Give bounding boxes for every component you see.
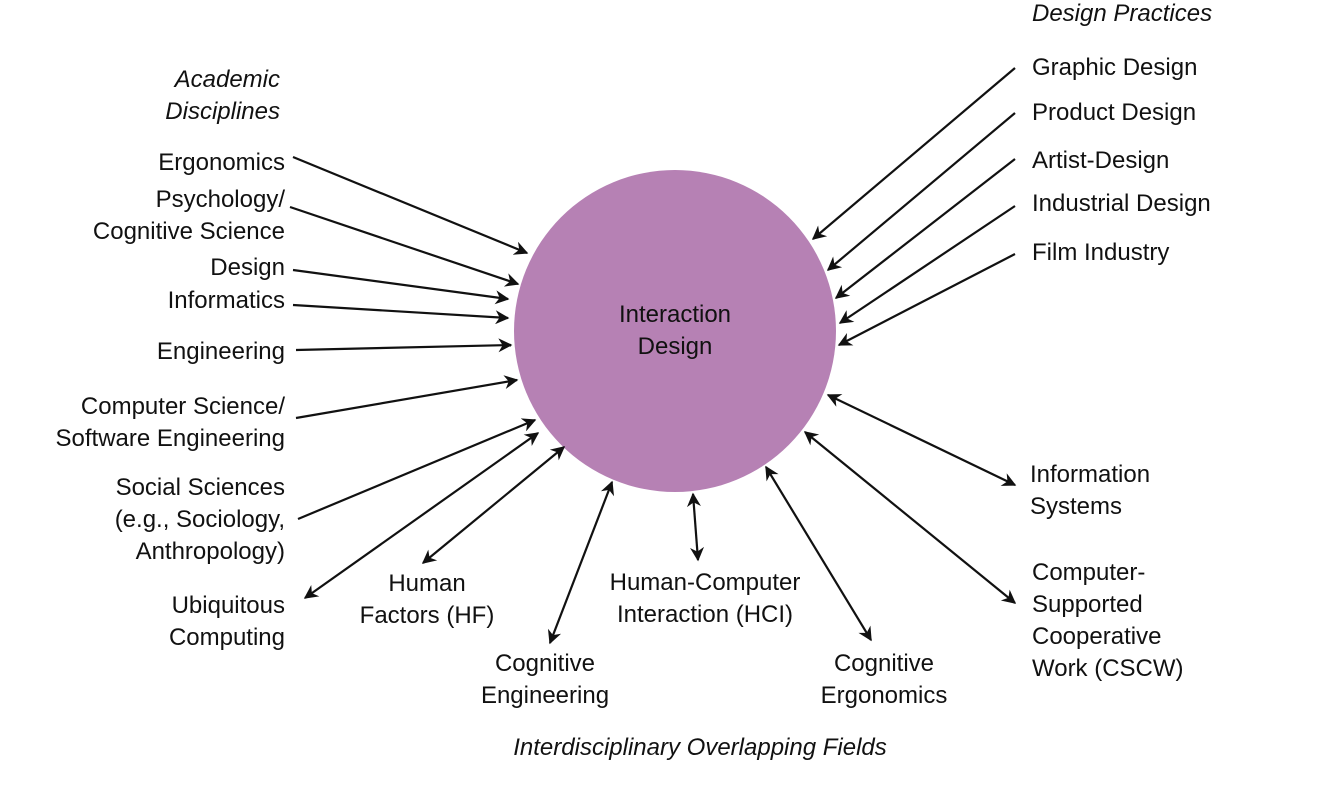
- heading-academic-line1: Academic: [174, 66, 280, 93]
- label-computer-science: Computer Science/ Software Engineering: [56, 391, 285, 455]
- label-industrial-design: Industrial Design: [1032, 190, 1211, 217]
- label-artist-design: Artist-Design: [1032, 147, 1170, 174]
- arrow-cscw: [803, 431, 1017, 604]
- arrow-ergonomics: [292, 155, 529, 255]
- label-product-design: Product Design: [1032, 99, 1197, 126]
- heading-interdisciplinary: Interdisciplinary Overlapping Fields: [513, 734, 887, 761]
- arrow-computer-science: [295, 375, 519, 420]
- arrow-design: [292, 268, 510, 305]
- label-cscw-line3: Cooperative: [1032, 623, 1162, 650]
- label-social-sciences: Social Sciences (e.g., Sociology, Anthro…: [115, 472, 285, 568]
- label-ubiquitous-line2: Computing: [168, 624, 285, 651]
- arrow-graphic-design: [811, 67, 1016, 240]
- label-film-industry: Film Industry: [1032, 239, 1170, 266]
- arrow-human-factors: [421, 446, 566, 564]
- label-human-factors-line2: Factors (HF): [359, 602, 495, 629]
- label-hci: Human-Computer Interaction (HCI): [585, 567, 825, 631]
- label-cognitive-ergonomics: Cognitive Ergonomics: [784, 648, 984, 712]
- label-cognitive-ergonomics-line2: Ergonomics: [820, 682, 948, 709]
- label-ubiquitous-computing: Ubiquitous Computing: [169, 590, 285, 654]
- heading-academic-disciplines: Academic Disciplines: [165, 64, 280, 128]
- center-label: Interaction Design: [595, 299, 755, 363]
- arrow-social-sciences: [297, 418, 537, 521]
- label-social-sciences-line2: (e.g., Sociology,: [114, 506, 285, 533]
- arrow-cognitive-engineering: [547, 480, 615, 645]
- label-engineering: Engineering: [156, 338, 285, 365]
- arrow-hci: [686, 492, 705, 562]
- label-psychology: Psychology/ Cognitive Science: [93, 184, 285, 248]
- heading-design-practices: Design Practices: [1032, 0, 1213, 27]
- label-ergonomics: Ergonomics: [158, 149, 285, 176]
- label-cscw: Computer- Supported Cooperative Work (CS…: [1032, 557, 1184, 685]
- label-graphic-design: Graphic Design: [1032, 54, 1198, 81]
- label-hci-line2: Interaction (HCI): [616, 601, 794, 628]
- label-psychology-line1: Psychology/: [155, 186, 285, 213]
- label-computer-science-line2: Software Engineering: [55, 425, 285, 452]
- label-psychology-line2: Cognitive Science: [92, 218, 285, 245]
- center-label-line2: Design: [637, 333, 713, 360]
- arrow-industrial-design: [838, 205, 1016, 324]
- arrow-film-industry: [837, 253, 1016, 346]
- label-informatics: Informatics: [167, 287, 285, 314]
- label-cognitive-ergonomics-line1: Cognitive: [833, 650, 935, 677]
- label-information-systems-line2: Systems: [1030, 493, 1123, 520]
- label-cscw-line1: Computer-: [1032, 559, 1146, 586]
- label-cognitive-engineering-line2: Engineering: [480, 682, 610, 709]
- arrow-informatics: [292, 303, 510, 325]
- label-social-sciences-line1: Social Sciences: [115, 474, 285, 501]
- label-human-factors-line1: Human: [388, 570, 466, 597]
- label-computer-science-line1: Computer Science/: [80, 393, 285, 420]
- arrow-artist-design: [834, 158, 1016, 299]
- arrow-product-design: [826, 112, 1016, 271]
- center-label-line1: Interaction: [618, 301, 732, 328]
- label-hci-line1: Human-Computer: [609, 569, 801, 596]
- label-cognitive-engineering: Cognitive Engineering: [445, 648, 645, 712]
- label-design: Design: [210, 254, 285, 281]
- label-cscw-line2: Supported: [1032, 591, 1143, 618]
- label-cognitive-engineering-line1: Cognitive: [494, 650, 596, 677]
- heading-academic-line2: Disciplines: [165, 98, 280, 125]
- arrow-psychology: [289, 205, 520, 287]
- label-human-factors: Human Factors (HF): [337, 568, 517, 632]
- label-cscw-line4: Work (CSCW): [1032, 655, 1184, 682]
- arrow-information-systems: [826, 394, 1017, 486]
- label-social-sciences-line3: Anthropology): [135, 538, 285, 565]
- label-information-systems: Information Systems: [1030, 459, 1150, 523]
- arrow-engineering: [295, 338, 513, 353]
- label-ubiquitous-line1: Ubiquitous: [171, 592, 285, 619]
- interaction-design-circle: [514, 170, 836, 492]
- label-information-systems-line1: Information: [1030, 461, 1151, 488]
